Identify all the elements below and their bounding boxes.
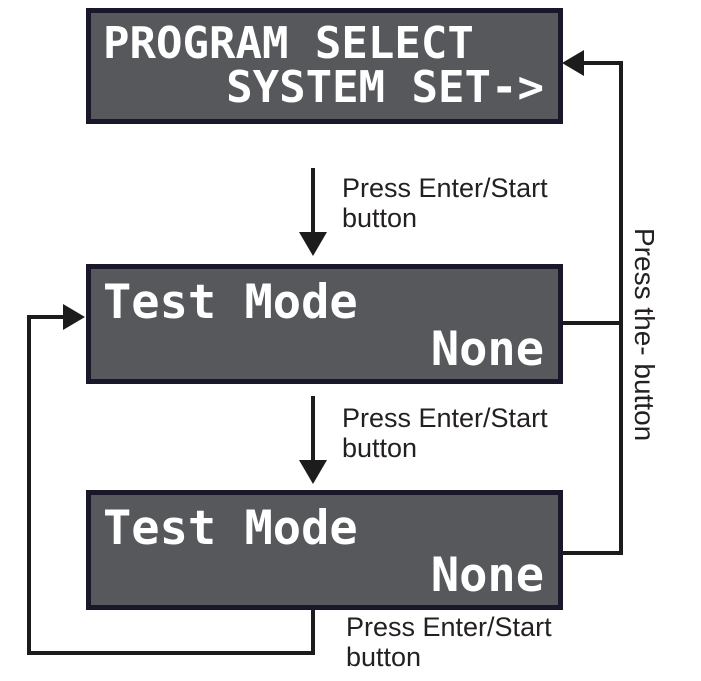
lcd-screen-program-select: PROGRAM SELECT SYSTEM SET-> [86, 8, 563, 124]
step-label-2-line2: button [342, 433, 418, 464]
return-right-mid-line [563, 321, 621, 325]
lcd-line-2: SYSTEM SET-> [226, 62, 544, 113]
return-right-top-line [584, 61, 623, 65]
arrow-down-2-head-icon [299, 460, 327, 484]
return-right-vertical-line [619, 61, 623, 555]
step-label-3: Press Enter/Start button [346, 612, 552, 672]
arrow-down-1-shaft [311, 168, 315, 232]
arrow-down-1-head-icon [299, 232, 327, 256]
step-label-1-line1: Press Enter/Start [342, 173, 548, 203]
loop-left-vertical-line [27, 315, 31, 655]
step-label-1: Press Enter/Start button [342, 173, 548, 233]
arrow-down-2-shaft [311, 396, 315, 460]
step-label-1-line2: button [342, 203, 418, 234]
lcd-line-1: Test Mode [103, 501, 358, 556]
step-label-3-line1: Press Enter/Start [346, 612, 552, 642]
lcd-line-1: Test Mode [103, 275, 358, 330]
lcd-screen-test-mode-1: Test Mode None [86, 264, 563, 384]
lcd-screen-test-mode-2: Test Mode None [86, 490, 563, 610]
loop-left-drop-line [311, 610, 315, 655]
lcd-line-2: None [430, 548, 544, 603]
return-right-bottom-line [563, 551, 621, 555]
step-label-2-line1: Press Enter/Start [342, 403, 548, 433]
return-arrowhead-icon [562, 50, 584, 76]
lcd-line-2: None [430, 322, 544, 377]
step-label-3-line2: button [346, 642, 422, 673]
return-label: Press the- button [629, 228, 660, 442]
loop-left-bottom-line [27, 651, 315, 655]
loop-left-arrowhead-icon [63, 304, 85, 330]
loop-left-entry-line [27, 315, 65, 319]
step-label-2: Press Enter/Start button [342, 403, 548, 463]
lcd-line-1: PROGRAM SELECT [103, 18, 474, 69]
